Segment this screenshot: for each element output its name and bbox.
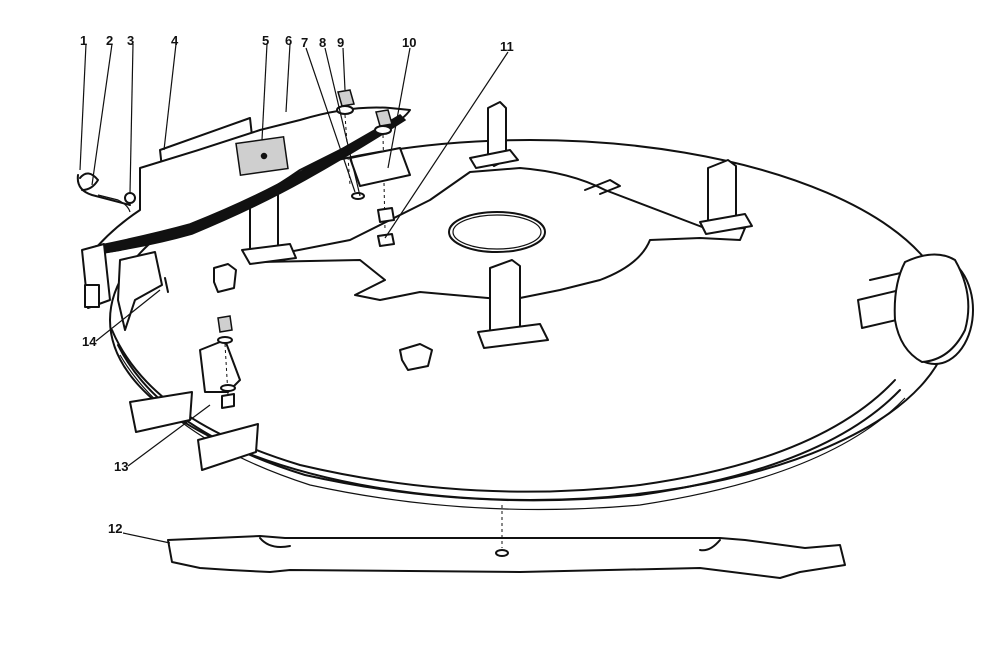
callout-5: 5 — [262, 33, 270, 48]
callout-12: 12 — [108, 521, 123, 536]
deck-clip — [399, 343, 433, 371]
callout-4: 4 — [171, 33, 179, 48]
hairpin-cotter — [76, 172, 131, 206]
leader-lines — [79, 43, 509, 544]
callout-11: 11 — [500, 39, 514, 54]
front-bracket — [129, 315, 259, 471]
callout-1: 1 — [80, 33, 88, 48]
washer — [124, 192, 136, 204]
callout-2: 2 — [106, 33, 114, 48]
callout-7: 7 — [301, 35, 309, 50]
callout-10: 10 — [402, 35, 417, 50]
hardware-stack — [336, 89, 411, 247]
callout-3: 3 — [127, 33, 135, 48]
callout-8: 8 — [319, 35, 327, 50]
callout-9: 9 — [337, 35, 345, 50]
deck-center-plate — [257, 167, 746, 301]
wheel-assembly — [857, 253, 974, 365]
discharge-deflector — [89, 106, 411, 256]
callout-13: 13 — [114, 459, 129, 474]
callout-6: 6 — [285, 33, 293, 48]
deck-clip — [213, 263, 237, 293]
hinge-bracket — [81, 243, 169, 331]
hinge-rod — [97, 194, 131, 213]
blade — [167, 505, 846, 579]
callout-14: 14 — [82, 334, 97, 349]
